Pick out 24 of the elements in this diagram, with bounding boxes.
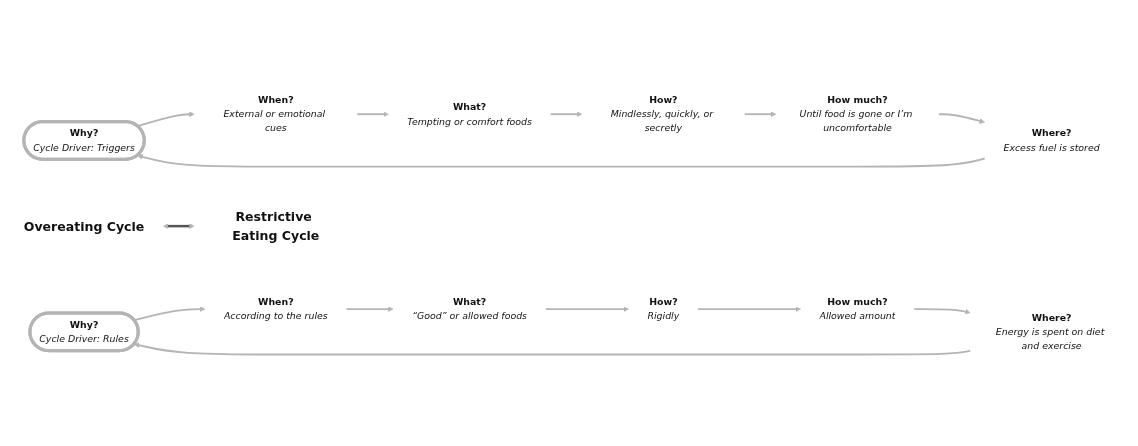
arrow xyxy=(913,308,971,315)
node-text: What? “Good” or allowed foods xyxy=(412,296,527,322)
node-text: When? External or emotional cues xyxy=(223,94,326,134)
arrow xyxy=(549,111,583,117)
node-text: How? Mindlessly, quickly, or secretly xyxy=(610,94,714,134)
node-text: How much? Until food is gone or I’m uncomfortable xyxy=(799,94,913,134)
arrow xyxy=(697,306,801,312)
arrow xyxy=(137,154,986,168)
arrow xyxy=(163,223,195,229)
node-text: Restrictive Eating Cycle xyxy=(232,209,320,244)
arrow xyxy=(356,111,389,117)
arrow xyxy=(345,306,394,312)
node-text: When? According to the rules xyxy=(223,296,328,322)
node-text: Where? Excess fuel is stored xyxy=(1003,127,1100,153)
arrow xyxy=(937,113,985,124)
node-text: How? Rigidly xyxy=(647,296,680,322)
arrow xyxy=(133,306,206,322)
arrow xyxy=(743,111,777,117)
node-text: Overeating Cycle xyxy=(23,218,145,234)
arrow xyxy=(544,306,629,312)
node-text: Where? Energy is spent on diet and exercise xyxy=(995,311,1105,352)
node-text: What? Tempting or comfort foods xyxy=(407,101,532,127)
arrow xyxy=(133,342,972,356)
node-text: How much? Allowed amount xyxy=(819,296,896,322)
